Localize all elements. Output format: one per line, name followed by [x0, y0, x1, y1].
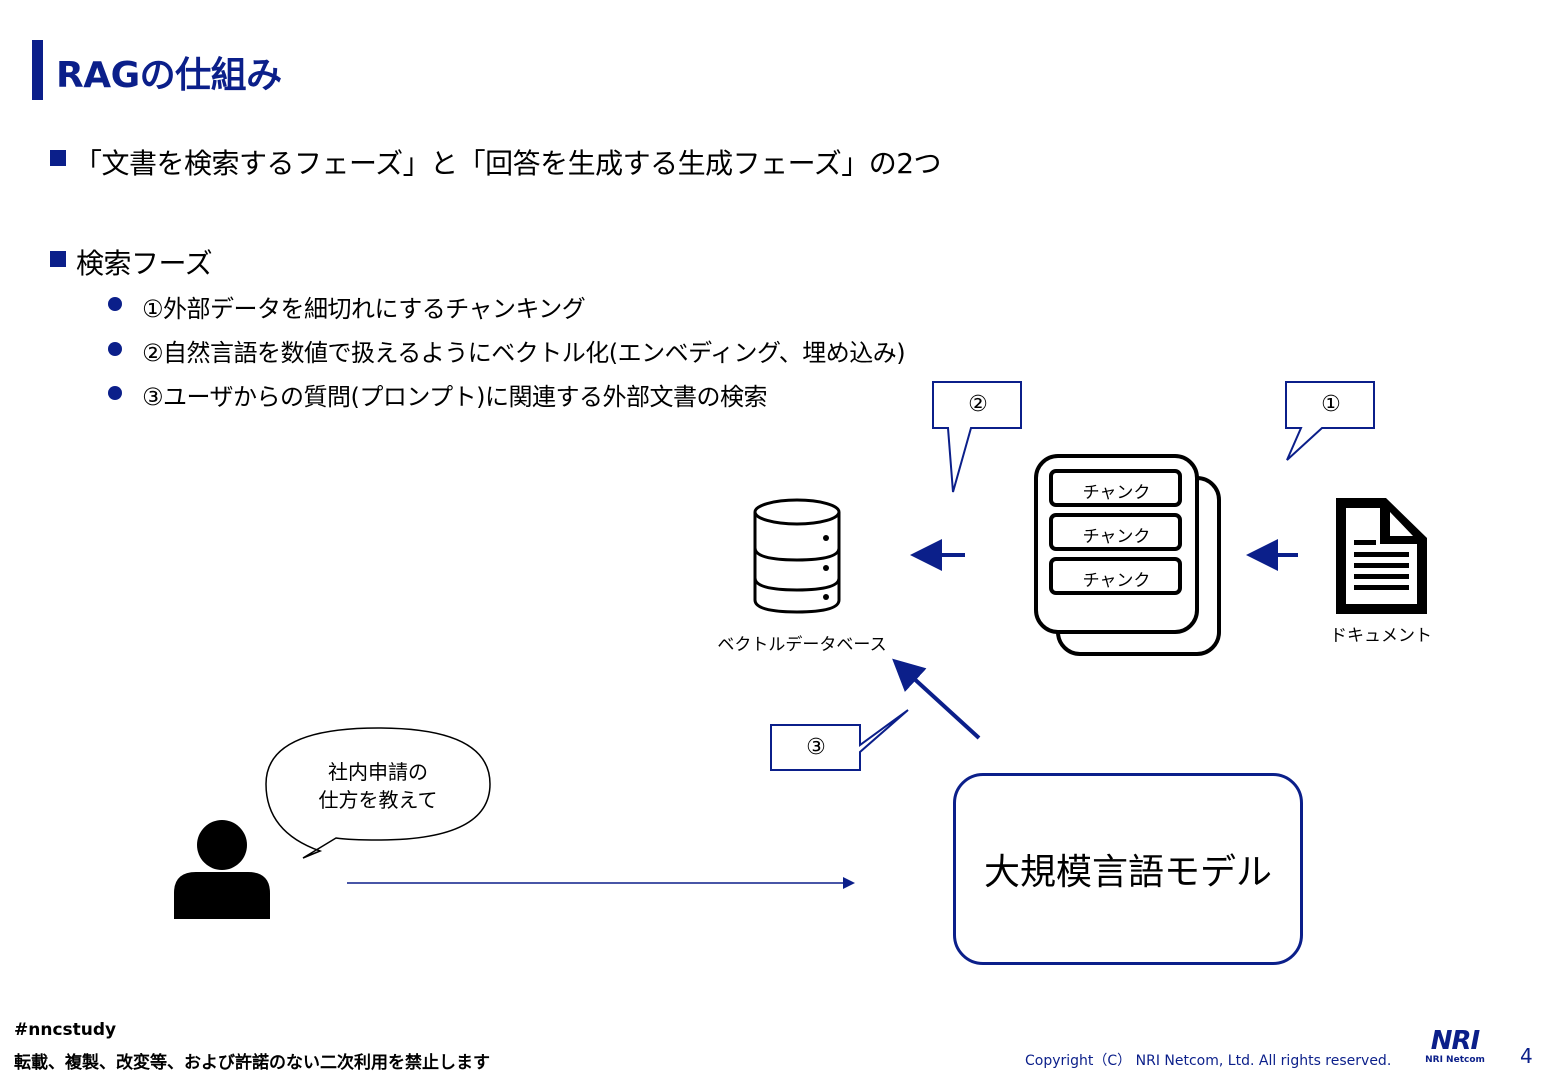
user-icon	[174, 820, 270, 919]
llm-label: 大規模言語モデル	[983, 852, 1272, 893]
speech-line-2: 仕方を教えて	[318, 788, 438, 812]
document-label: ドキュメント	[1330, 626, 1432, 646]
callout-3-shape	[770, 709, 909, 771]
arrow-llm-to-db	[892, 658, 981, 740]
chunk-label: チャンク	[1082, 527, 1151, 547]
dot-bullet-icon	[108, 342, 122, 356]
bullet-search-phase: 検索フーズ	[76, 247, 213, 280]
logo-main-text: NRI	[1430, 1026, 1480, 1056]
vector-db-label: ベクトルデータベース	[717, 635, 887, 655]
chunk-label: チャンク	[1082, 483, 1151, 503]
copyright-text: Copyright（C） NRI Netcom, Ltd. All rights…	[1025, 1053, 1392, 1069]
page-number: 4	[1520, 1044, 1533, 1068]
chunk-label: チャンク	[1082, 571, 1151, 591]
sub-bullet-embedding: ②自然言語を数値で扱えるようにベクトル化(エンベディング、埋め込み)	[142, 339, 906, 367]
nri-logo: NRI NRI Netcom	[1420, 1028, 1490, 1066]
callout-2-shape	[932, 381, 1022, 493]
footer-hashtag: #nncstudy	[14, 1020, 117, 1040]
speech-bubble	[265, 727, 491, 859]
llm-box	[953, 773, 1303, 965]
sub-bullet-chunking: ①外部データを細切れにするチャンキング	[142, 295, 586, 323]
square-bullet-icon	[50, 150, 66, 166]
title-accent-bar	[32, 40, 43, 100]
callout-1-shape	[1285, 381, 1375, 461]
page-title: RAGの仕組み	[56, 55, 282, 96]
dot-bullet-icon	[108, 297, 122, 311]
callout-3-label: ③	[806, 735, 826, 760]
square-bullet-icon	[50, 251, 66, 267]
speech-bubble-text: 社内申請の 仕方を教えて	[296, 758, 460, 814]
logo-sub-text: NRI Netcom	[1425, 1055, 1485, 1065]
chunk-stack-icon	[1034, 454, 1221, 656]
speech-line-1: 社内申請の	[328, 760, 428, 784]
callout-1-label: ①	[1321, 392, 1341, 417]
callout-2-label: ②	[968, 392, 988, 417]
footer-notice: 転載、複製、改変等、および許諾のない二次利用を禁止します	[14, 1053, 490, 1073]
sub-bullet-retrieval: ③ユーザからの質問(プロンプト)に関連する外部文書の検索	[142, 383, 768, 411]
dot-bullet-icon	[108, 386, 122, 400]
bullet-phases: 「文書を検索するフェーズ」と「回答を生成する生成フェーズ」の2つ	[74, 147, 942, 180]
document-icon	[1336, 498, 1427, 614]
database-icon	[753, 498, 841, 614]
